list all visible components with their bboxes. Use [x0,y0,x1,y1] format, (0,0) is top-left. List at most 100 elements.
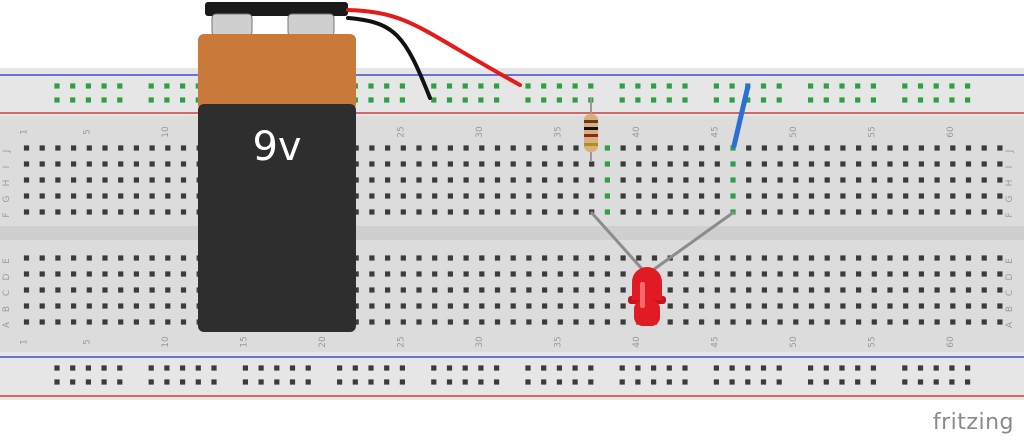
breadboard-hole [746,161,752,167]
breadboard-hole [965,177,972,183]
breadboard-hole [840,255,846,261]
breadboard-hole [856,287,862,293]
breadboard-hole [479,319,485,325]
breadboard-hole [557,287,563,293]
rail-hole [870,97,876,103]
breadboard-hole [447,319,453,325]
breadboard-hole [39,161,45,167]
breadboard-hole [102,145,108,151]
breadboard-hole [416,271,422,277]
column-label-top: 50 [789,126,799,138]
breadboard-hole [620,145,626,151]
breadboard-hole [494,271,501,277]
breadboard-hole [620,177,626,183]
breadboard-hole [918,287,924,293]
rail-hole [258,365,264,371]
breadboard-hole [950,255,956,261]
breadboard-hole [934,145,940,151]
breadboard-hole [808,193,815,199]
breadboard-hole [651,145,658,151]
breadboard-hole [871,145,877,151]
rail-hole [148,365,154,371]
breadboard-hole [542,319,548,325]
breadboard-hole [23,319,30,325]
breadboard-hole [918,271,924,277]
breadboard-hole [965,287,972,293]
breadboard-hole [997,161,1003,167]
breadboard-hole [432,303,438,309]
breadboard-hole [699,209,705,215]
breadboard-hole [840,161,846,167]
breadboard-hole [180,271,187,277]
breadboard-hole [71,193,77,199]
breadboard-hole [934,209,940,215]
breadboard-hole [808,255,815,261]
column-label-top: 40 [632,126,642,138]
rail-hole [917,97,924,103]
breadboard-hole [761,319,767,325]
rail-hole [101,365,107,371]
breadboard-hole [903,255,909,261]
breadboard-hole [400,193,406,199]
rail-hole [85,379,91,385]
red-led[interactable] [628,267,666,326]
breadboard-hole [149,255,155,261]
breadboard-hole [808,161,815,167]
breadboard-hole [416,209,422,215]
jumper-wire-blue[interactable] [731,83,751,149]
column-label-bottom: 1 [20,339,30,345]
breadboard-hole [557,271,563,277]
resistor[interactable] [584,98,598,162]
battery-9v[interactable] [198,2,356,332]
breadboard-hole [667,161,673,167]
rail-hole [776,97,782,103]
breadboard-hole [777,319,783,325]
breadboard-hole [856,319,862,325]
breadboard-hole [86,209,92,215]
rail-hole [666,83,672,89]
battery-terminal-right [287,13,335,37]
breadboard-hole [746,193,752,199]
breadboard-hole [557,193,563,199]
breadboard-hole [777,271,783,277]
breadboard-hole [636,177,642,183]
breadboard-hole [934,161,940,167]
breadboard-hole [165,161,171,167]
breadboard-hole [997,255,1003,261]
breadboard-hole [950,303,956,309]
rail-hole [745,379,751,385]
breadboard-hole [400,255,406,261]
breadboard-hole [133,177,139,183]
breadboard-hole [824,255,830,261]
breadboard-hole [777,287,783,293]
breadboard-hole [102,177,108,183]
breadboard-hole [746,209,752,215]
breadboard-hole [494,255,501,261]
rail-hole [541,83,547,89]
rail-hole [54,83,60,89]
breadboard-hole [714,271,720,277]
breadboard-hole [23,161,30,167]
breadboard-hole [86,193,92,199]
breadboard-hole [965,303,972,309]
breadboard-hole [542,255,548,261]
breadboard-hole [102,193,108,199]
rail-hole [180,83,186,89]
breadboard-hole [416,287,422,293]
breadboard-hole [714,319,720,325]
resistor-band-2 [584,127,598,130]
rail-hole [713,365,719,371]
breadboard-hole [463,193,469,199]
rail-hole [399,379,405,385]
rail-hole [588,365,594,371]
breadboard-hole [981,177,987,183]
rail-hole [446,379,453,385]
breadboard-hole [447,193,453,199]
row-label-left: G [2,195,12,202]
rail-hole [713,379,719,385]
rail-hole [572,97,578,103]
breadboard-hole [965,319,972,325]
rail-hole [823,365,829,371]
breadboard-hole [510,145,516,151]
breadboard-hole [573,319,579,325]
